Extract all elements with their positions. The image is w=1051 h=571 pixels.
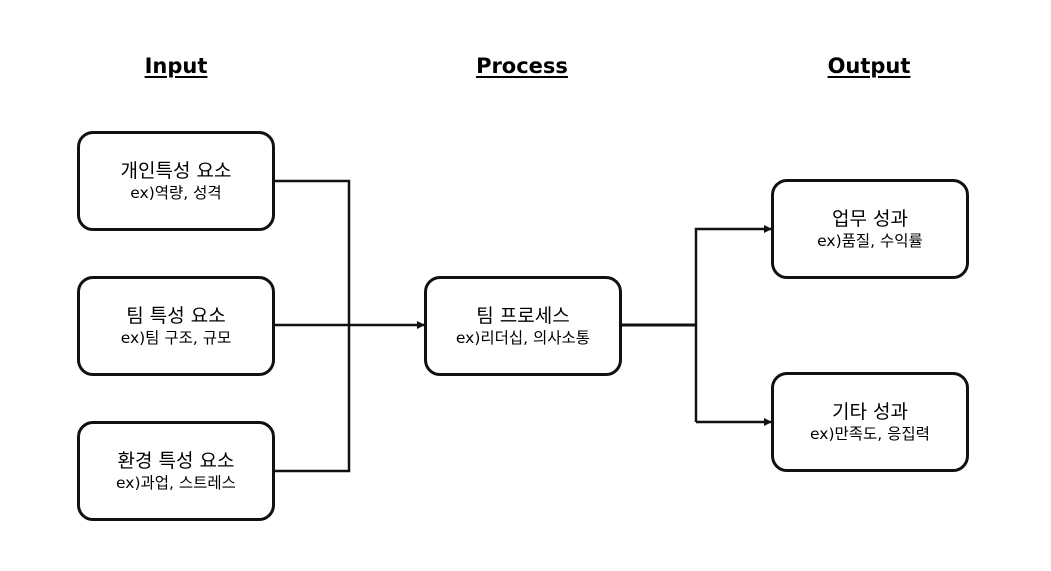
connector-output-1 [694, 225, 772, 422]
box-title: 팀 프로세스 [476, 304, 570, 327]
box-example: ex)과업, 스트레스 [116, 473, 236, 492]
box-example: ex)역량, 성격 [130, 183, 222, 202]
box-title: 개인특성 요소 [120, 159, 232, 182]
process-box: 팀 프로세스 ex)리더십, 의사소통 [424, 276, 622, 376]
input-box-team: 팀 특성 요소 ex)팀 구조, 규모 [77, 276, 275, 376]
box-example: ex)팀 구조, 규모 [120, 328, 232, 347]
input-box-environment: 환경 특성 요소 ex)과업, 스트레스 [77, 421, 275, 521]
heading-input: Input [144, 54, 208, 78]
input-box-individual: 개인특성 요소 ex)역량, 성격 [77, 131, 275, 231]
heading-process: Process [476, 54, 568, 78]
output-box-other: 기타 성과 ex)만족도, 응집력 [771, 372, 969, 472]
box-title: 팀 특성 요소 [126, 304, 226, 327]
heading-output: Output [827, 54, 911, 78]
output-box-work: 업무 성과 ex)품질, 수익률 [771, 179, 969, 279]
box-example: ex)품질, 수익률 [817, 231, 923, 250]
box-title: 기타 성과 [832, 400, 908, 423]
box-example: ex)리더십, 의사소통 [455, 328, 591, 347]
box-title: 환경 특성 요소 [117, 449, 235, 472]
box-title: 업무 성과 [832, 207, 908, 230]
box-example: ex)만족도, 응집력 [810, 424, 930, 443]
